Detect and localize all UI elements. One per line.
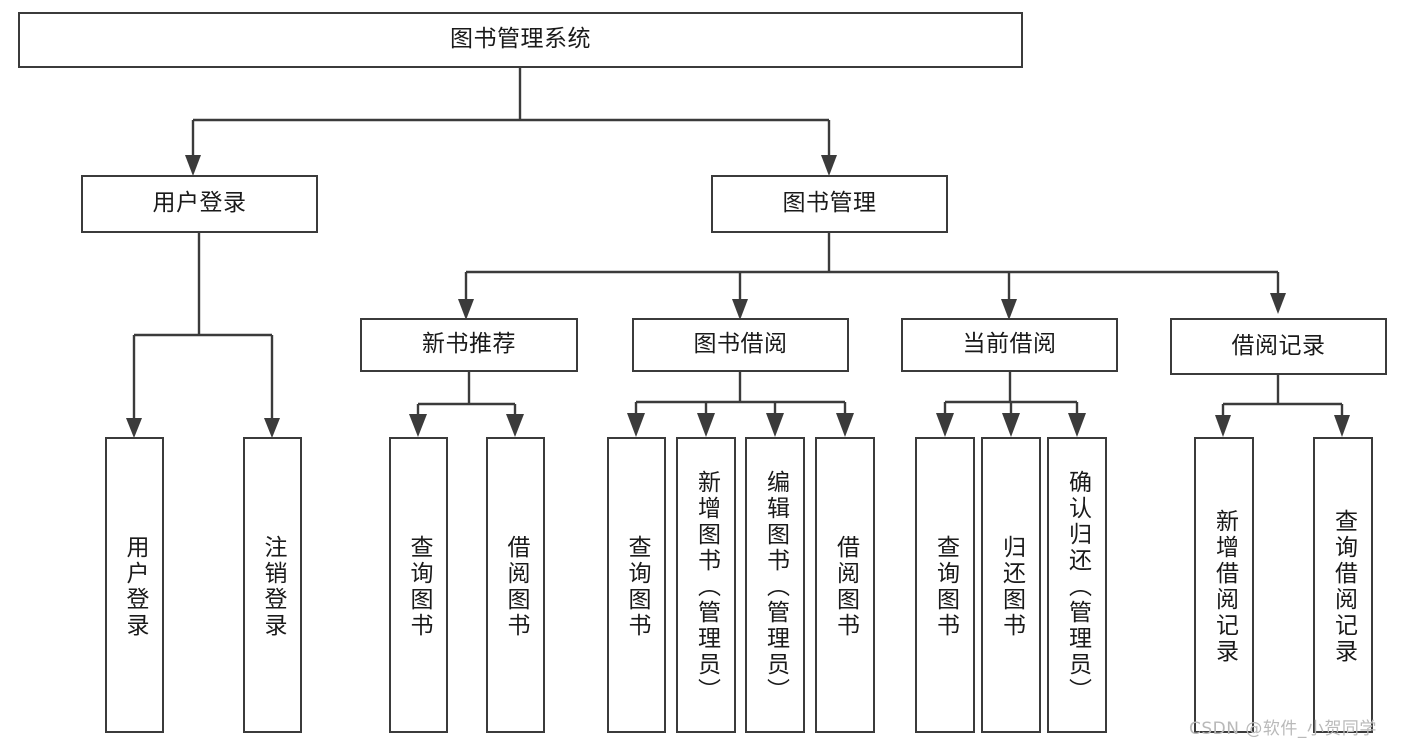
leaf-br-add-record[interactable]: 新增借阅记录 <box>1194 437 1254 733</box>
arrow-book-manage <box>821 155 837 176</box>
leaf-bb-add-book[interactable]: 新增图书（管理员） <box>676 437 736 733</box>
node-new-book-recommend-label: 新书推荐 <box>422 331 516 358</box>
leaf-bb-borrow-book[interactable]: 借阅图书 <box>815 437 875 733</box>
arrow-leaf-user-login <box>126 418 142 438</box>
arrow-cb-leaf-2 <box>1002 413 1020 437</box>
arrow-cb-leaf-1 <box>936 413 954 437</box>
leaf-cb-return-book-label: 归还图书 <box>998 535 1025 639</box>
leaf-bb-edit-book-label: 编辑图书（管理员） <box>762 470 789 704</box>
arrow-user-login <box>185 155 201 176</box>
leaf-bb-add-book-label: 新增图书（管理员） <box>693 470 720 704</box>
leaf-user-login-label: 用户登录 <box>122 535 148 639</box>
leaf-nbr-borrow-book-label: 借阅图书 <box>503 535 529 639</box>
leaf-cb-return-book[interactable]: 归还图书 <box>981 437 1041 733</box>
arrow-new-book-recommend <box>458 299 474 320</box>
node-user-login-label: 用户登录 <box>152 190 247 217</box>
leaf-cb-query-book-label: 查询图书 <box>932 535 959 639</box>
node-root[interactable]: 图书管理系统 <box>18 12 1023 68</box>
arrow-bb-leaf-2 <box>697 413 715 437</box>
arrow-borrow-record <box>1270 293 1286 314</box>
leaf-nbr-query-book[interactable]: 查询图书 <box>389 437 448 733</box>
node-new-book-recommend[interactable]: 新书推荐 <box>360 318 578 372</box>
node-book-borrow[interactable]: 图书借阅 <box>632 318 849 372</box>
arrow-leaf-logout <box>264 418 280 438</box>
csdn-watermark: CSDN @软件_小贺同学 <box>1189 719 1377 739</box>
node-current-borrow-label: 当前借阅 <box>962 331 1057 358</box>
node-book-manage[interactable]: 图书管理 <box>711 175 948 233</box>
arrow-nbr-leaf-2 <box>506 414 524 437</box>
leaf-logout-label: 注销登录 <box>260 535 286 639</box>
arrow-bb-leaf-3 <box>766 413 784 437</box>
leaf-br-query-record[interactable]: 查询借阅记录 <box>1313 437 1373 733</box>
arrow-br-leaf-2 <box>1334 415 1350 437</box>
leaf-bb-borrow-book-label: 借阅图书 <box>832 535 859 639</box>
arrow-book-borrow <box>732 299 748 320</box>
leaf-cb-query-book[interactable]: 查询图书 <box>915 437 975 733</box>
leaf-bb-edit-book[interactable]: 编辑图书（管理员） <box>745 437 805 733</box>
leaf-bb-query-book-label: 查询图书 <box>624 535 650 639</box>
node-borrow-record[interactable]: 借阅记录 <box>1170 318 1387 375</box>
leaf-bb-query-book[interactable]: 查询图书 <box>607 437 666 733</box>
leaf-cb-confirm-return-label: 确认归还（管理员） <box>1064 470 1091 704</box>
arrow-nbr-leaf-1 <box>409 414 427 437</box>
arrow-bb-leaf-4 <box>836 413 854 437</box>
arrow-bb-leaf-1 <box>627 413 645 437</box>
leaf-nbr-borrow-book[interactable]: 借阅图书 <box>486 437 545 733</box>
leaf-br-query-record-label: 查询借阅记录 <box>1330 509 1357 665</box>
node-book-manage-label: 图书管理 <box>782 190 877 217</box>
leaf-nbr-query-book-label: 查询图书 <box>406 535 432 639</box>
node-root-label: 图书管理系统 <box>450 26 591 53</box>
node-user-login[interactable]: 用户登录 <box>81 175 318 233</box>
leaf-user-login[interactable]: 用户登录 <box>105 437 164 733</box>
node-borrow-record-label: 借阅记录 <box>1231 332 1326 359</box>
leaf-br-add-record-label: 新增借阅记录 <box>1211 509 1238 665</box>
arrow-current-borrow <box>1001 299 1017 320</box>
leaf-cb-confirm-return[interactable]: 确认归还（管理员） <box>1047 437 1107 733</box>
arrow-cb-leaf-3 <box>1068 413 1086 437</box>
node-book-borrow-label: 图书借阅 <box>693 331 788 358</box>
node-current-borrow[interactable]: 当前借阅 <box>901 318 1118 372</box>
leaf-logout[interactable]: 注销登录 <box>243 437 302 733</box>
arrow-br-leaf-1 <box>1215 415 1231 437</box>
